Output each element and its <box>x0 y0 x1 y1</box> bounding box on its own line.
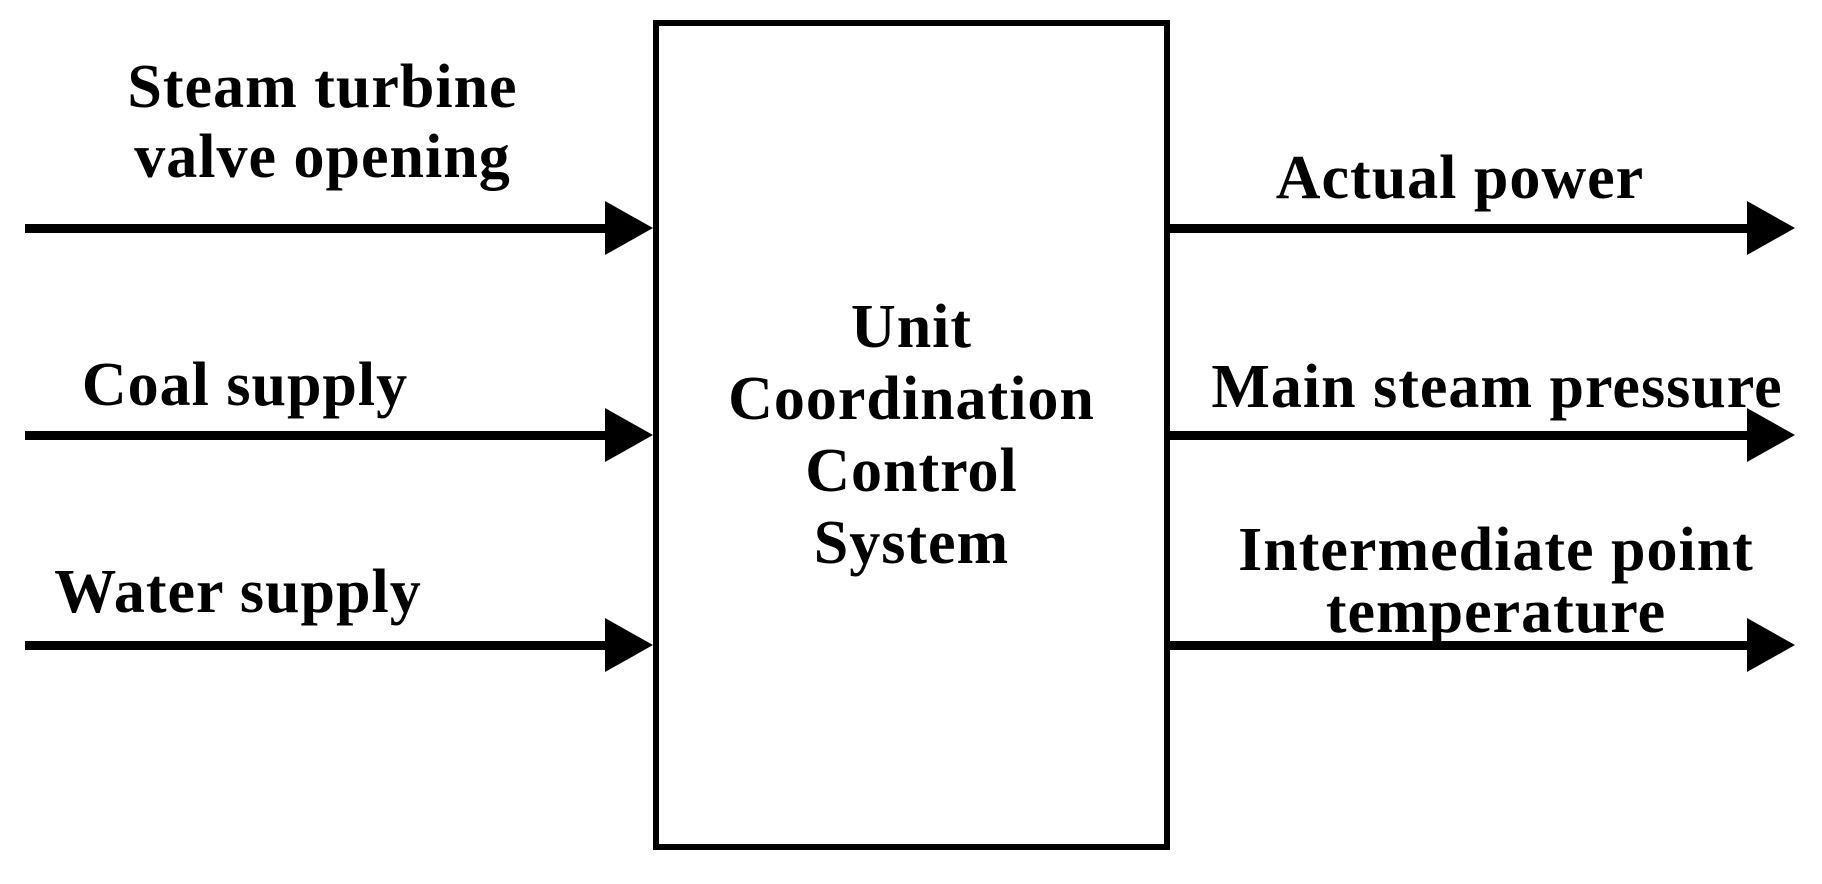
arrow-shaft <box>25 431 609 440</box>
label-line: Actual power <box>1275 144 1645 212</box>
arrow-shaft <box>25 224 609 233</box>
output-label-main-steam-pressure: Main steam pressure <box>1177 352 1817 422</box>
output-label-intermediate-point-temperature: Intermediate point temperature <box>1176 519 1816 643</box>
output-arrow-intermediate-point-temperature <box>1170 618 1795 672</box>
input-arrow-water-supply <box>25 618 653 672</box>
label-line: valve opening <box>134 123 511 191</box>
output-arrow-actual-power <box>1170 201 1795 255</box>
block-title-line: Coordination <box>728 365 1095 433</box>
label-line: Intermediate point <box>1238 516 1754 584</box>
label-line: Water supply <box>54 558 422 626</box>
block-title: Unit Coordination Control System <box>728 291 1095 579</box>
arrowhead-right-icon <box>605 618 653 672</box>
arrowhead-right-icon <box>1747 408 1795 462</box>
block-title-line: Control <box>805 437 1018 505</box>
output-label-actual-power: Actual power <box>1200 143 1720 213</box>
arrowhead-right-icon <box>605 201 653 255</box>
output-arrow-main-steam-pressure <box>1170 408 1795 462</box>
label-line: Main steam pressure <box>1211 353 1783 421</box>
input-arrow-steam-turbine-valve-opening <box>25 201 653 255</box>
label-line: temperature <box>1325 578 1667 646</box>
arrow-shaft <box>1170 224 1751 233</box>
arrow-shaft <box>1170 431 1751 440</box>
label-line: Coal supply <box>81 351 409 419</box>
label-line: Steam turbine <box>127 53 518 121</box>
arrow-shaft <box>1170 641 1751 650</box>
input-arrow-coal-supply <box>25 408 653 462</box>
control-system-block: Unit Coordination Control System <box>653 20 1170 850</box>
input-label-steam-turbine-valve-opening: Steam turbine valve opening <box>60 52 585 192</box>
block-title-line: System <box>813 509 1010 577</box>
arrowhead-right-icon <box>1747 201 1795 255</box>
arrow-shaft <box>25 641 609 650</box>
input-label-water-supply: Water supply <box>18 557 458 627</box>
arrowhead-right-icon <box>1747 618 1795 672</box>
block-title-line: Unit <box>850 293 973 361</box>
input-label-coal-supply: Coal supply <box>25 350 465 420</box>
arrowhead-right-icon <box>605 408 653 462</box>
